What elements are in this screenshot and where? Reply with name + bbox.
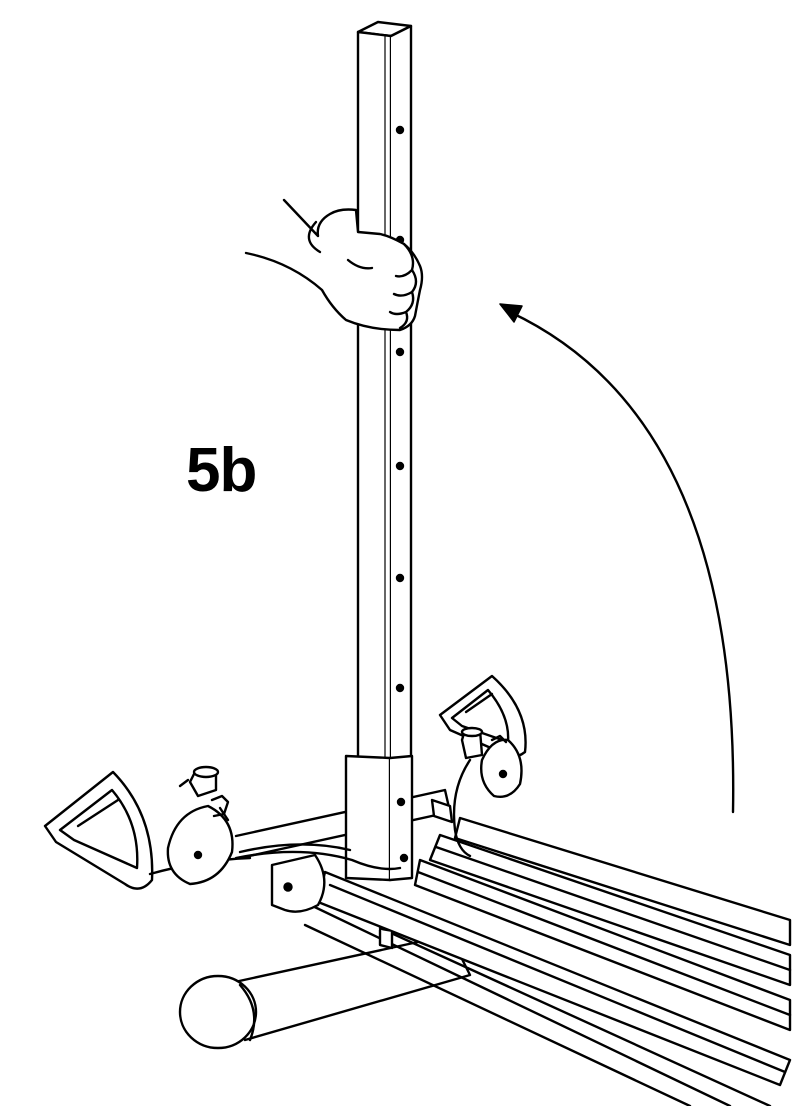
post-hole (397, 127, 403, 133)
upright-post (358, 22, 411, 760)
post-hole (397, 349, 403, 355)
post-hole (397, 685, 403, 691)
post-hole (397, 575, 403, 581)
rotation-arrow (500, 304, 733, 812)
rear-foot-tube (180, 935, 470, 1048)
step-label: 5b (186, 440, 256, 502)
pivot-plate (272, 855, 324, 912)
post-hole (397, 463, 403, 469)
